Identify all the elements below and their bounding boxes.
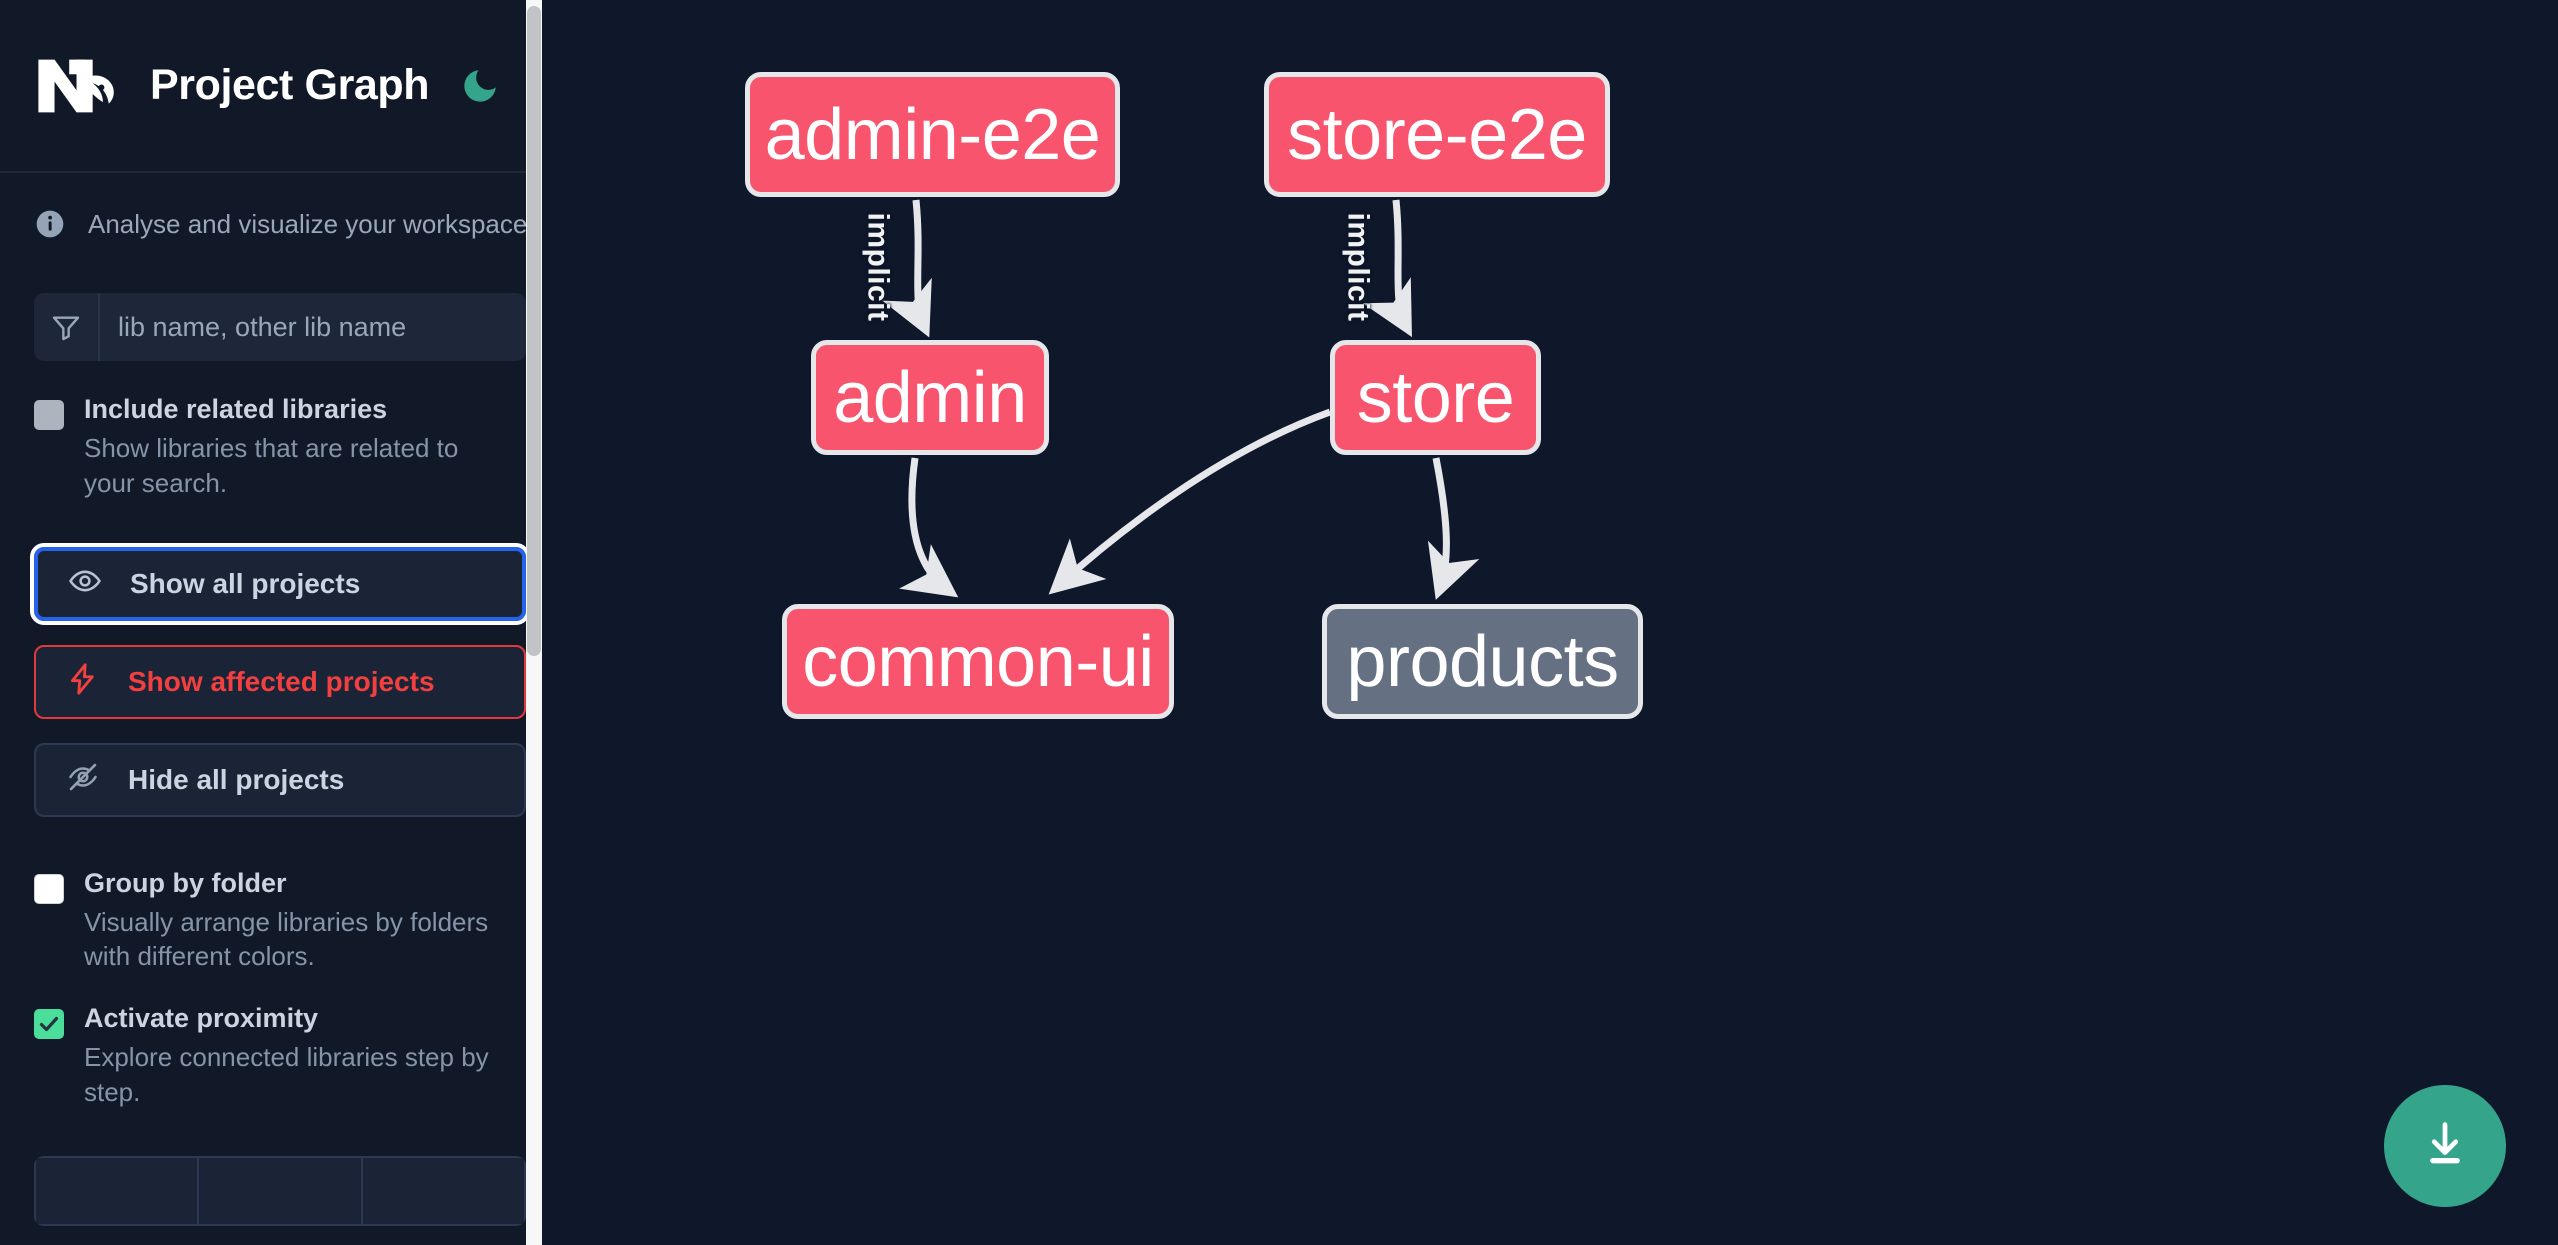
checkbox-desc-activate-proximity: Explore connected libraries step by step… xyxy=(84,1042,489,1107)
sidebar-edge xyxy=(542,0,560,1245)
edge-label-implicit-store: implicit xyxy=(1341,212,1375,322)
lightning-bolt-icon xyxy=(66,662,100,701)
download-graph-button[interactable] xyxy=(2384,1085,2506,1207)
segment-3[interactable] xyxy=(360,1155,526,1226)
sidebar: Project Graph Analyse and visualize yo xyxy=(0,0,560,1245)
show-all-projects-button[interactable]: Show all projects xyxy=(30,542,530,625)
checkbox-label-group-by-folder: Group by folder xyxy=(84,867,287,898)
download-icon xyxy=(2418,1117,2472,1176)
info-circle-icon xyxy=(34,208,66,240)
edge-paths xyxy=(882,199,1480,600)
check-icon xyxy=(39,1016,59,1032)
hide-all-projects-button[interactable]: Hide all projects xyxy=(34,742,526,817)
checkbox-activate-proximity[interactable]: Activate proximity Explore connected lib… xyxy=(0,1004,560,1110)
graph-canvas[interactable]: admin-e2e store-e2e admin store common-u… xyxy=(560,0,2558,1245)
show-all-projects-label: Show all projects xyxy=(130,567,361,599)
graph-edges xyxy=(882,199,1480,600)
search-field[interactable] xyxy=(34,293,526,361)
eye-icon xyxy=(68,564,102,603)
moon-icon[interactable] xyxy=(459,65,501,107)
sidebar-header: Project Graph xyxy=(0,0,560,173)
segment-1[interactable] xyxy=(34,1155,198,1226)
edge-label-implicit-admin: implicit xyxy=(861,212,895,322)
edge-store-to-common-ui xyxy=(1048,408,1332,595)
segment-2[interactable] xyxy=(197,1155,361,1226)
checkbox-box-include-related[interactable] xyxy=(34,400,64,430)
show-affected-projects-label: Show affected projects xyxy=(128,665,435,697)
workspace-info-text: Analyse and visualize your workspace. xyxy=(88,208,535,239)
checkbox-desc-group-by-folder: Visually arrange libraries by folders wi… xyxy=(84,906,489,972)
edge-store-e2e-to-store xyxy=(1362,199,1412,338)
filter-funnel-icon xyxy=(34,293,100,361)
search-input[interactable] xyxy=(100,293,526,361)
graph-node-admin[interactable]: admin xyxy=(811,340,1049,455)
edge-admin-e2e-to-admin xyxy=(882,199,932,338)
checkbox-box-group-by-folder[interactable] xyxy=(34,873,64,904)
sidebar-scrollbar-track[interactable] xyxy=(526,0,542,1245)
graph-node-products[interactable]: products xyxy=(1322,604,1643,719)
proximity-segmented-control[interactable] xyxy=(34,1155,526,1226)
page-title: Project Graph xyxy=(150,61,430,109)
graph-node-store-e2e[interactable]: store-e2e xyxy=(1264,72,1610,197)
checkbox-group-by-folder[interactable]: Group by folder Visually arrange librari… xyxy=(0,867,560,975)
checkbox-box-activate-proximity[interactable] xyxy=(34,1009,64,1039)
edge-admin-to-common-ui xyxy=(899,457,959,598)
edge-store-to-products xyxy=(1427,457,1480,600)
sidebar-scrollbar-thumb[interactable] xyxy=(527,6,541,656)
checkbox-label-include-related: Include related libraries xyxy=(84,394,388,424)
graph-node-store[interactable]: store xyxy=(1330,340,1541,455)
checkbox-include-related-libraries[interactable]: Include related libraries Show libraries… xyxy=(0,395,560,501)
graph-node-admin-e2e[interactable]: admin-e2e xyxy=(745,72,1120,197)
eye-slash-icon xyxy=(66,760,100,799)
show-affected-projects-button[interactable]: Show affected projects xyxy=(34,644,526,719)
project-visibility-buttons: Show all projects Show affected projects xyxy=(0,542,560,817)
nx-logo-icon xyxy=(34,55,122,117)
checkbox-label-activate-proximity: Activate proximity xyxy=(84,1003,319,1033)
workspace-info: Analyse and visualize your workspace. xyxy=(0,173,560,240)
graph-node-common-ui[interactable]: common-ui xyxy=(782,604,1174,719)
checkbox-desc-include-related: Show libraries that are related to your … xyxy=(84,433,459,498)
hide-all-projects-label: Hide all projects xyxy=(128,763,345,795)
